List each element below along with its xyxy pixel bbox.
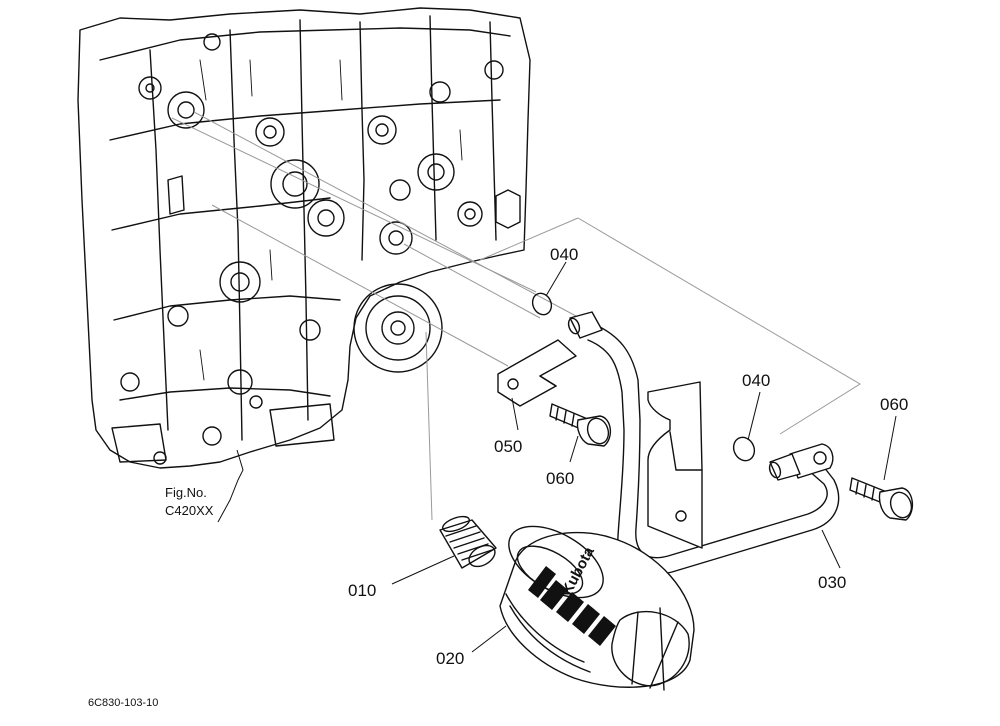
assembly-guide-lines bbox=[171, 111, 861, 521]
label-040-lower[interactable]: 040 bbox=[742, 371, 770, 390]
bolt-060-upper[interactable] bbox=[549, 403, 612, 447]
label-020[interactable]: 020 bbox=[436, 649, 464, 668]
label-010[interactable]: 010 bbox=[348, 581, 376, 600]
figure-reference-line1: Fig.No. bbox=[165, 485, 207, 500]
label-060-lower[interactable]: 060 bbox=[880, 395, 908, 414]
label-050[interactable]: 050 bbox=[494, 437, 522, 456]
figure-reference: Fig.No. C420XX bbox=[165, 449, 244, 523]
transmission-housing bbox=[77, 7, 531, 469]
label-060-upper[interactable]: 060 bbox=[546, 469, 574, 488]
label-040-upper[interactable]: 040 bbox=[550, 245, 578, 264]
label-leaders bbox=[391, 261, 897, 653]
bolt-060-lower[interactable] bbox=[849, 477, 915, 521]
figure-reference-line2: C420XX bbox=[165, 503, 214, 518]
threaded-nipple-010[interactable] bbox=[439, 514, 499, 571]
drawing-code: 6C830-103-10 bbox=[88, 697, 158, 709]
oil-filter-020[interactable]: Kubota bbox=[497, 512, 695, 691]
part-labels: 040 040 060 050 060 030 010 020 bbox=[348, 245, 908, 668]
o-ring-040-lower[interactable] bbox=[730, 434, 758, 464]
label-030[interactable]: 030 bbox=[818, 573, 846, 592]
oil-pipe-030[interactable] bbox=[567, 311, 840, 575]
clamp-plate-050[interactable] bbox=[497, 339, 577, 407]
o-ring-040-upper[interactable] bbox=[529, 290, 555, 318]
